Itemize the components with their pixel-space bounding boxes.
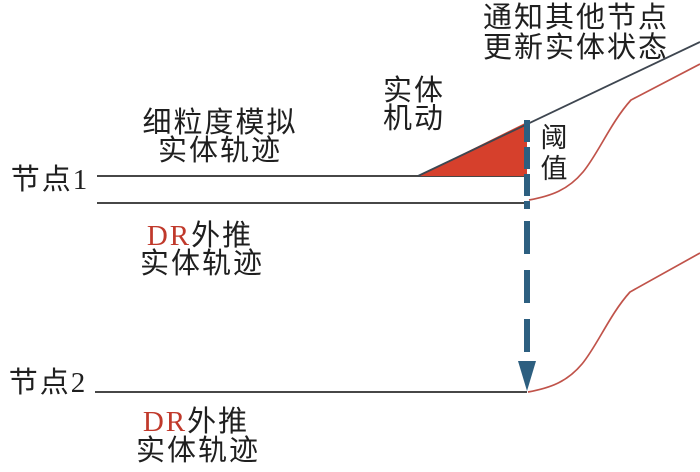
maneuver-label-line1: 实体 (383, 74, 445, 107)
threshold-label-char2: 值 (541, 154, 570, 184)
dr-label-node1-highlight: DR (147, 220, 191, 252)
true-trajectory-line (417, 41, 700, 177)
fine-sim-label-line1: 细粒度模拟 (142, 106, 297, 139)
dr-curve-node2 (527, 252, 700, 393)
fine-sim-label-line2: 实体轨迹 (158, 134, 282, 167)
dr-label-node1-suffix: 外推 (191, 219, 253, 252)
dr-label-node1-line1: DR外推 (147, 219, 253, 252)
notify-label-line1: 通知其他节点 (483, 1, 669, 34)
dr-curve-node1 (528, 63, 700, 201)
notify-label-line2: 更新实体状态 (483, 31, 669, 64)
node1-label: 节点1 (11, 163, 90, 196)
maneuver-label-line2: 机动 (383, 102, 445, 135)
dr-label-node2-highlight: DR (143, 406, 187, 438)
dr-label-node1-line2: 实体轨迹 (140, 247, 264, 280)
threshold-label-char1: 阈 (541, 123, 570, 153)
dr-label-node2-line1: DR外推 (143, 405, 249, 438)
dr-label-node2-line2: 实体轨迹 (136, 434, 260, 467)
node2-label: 节点2 (9, 366, 88, 399)
dr-label-node2-suffix: 外推 (187, 405, 249, 438)
update-arrow-head-icon (518, 361, 536, 391)
